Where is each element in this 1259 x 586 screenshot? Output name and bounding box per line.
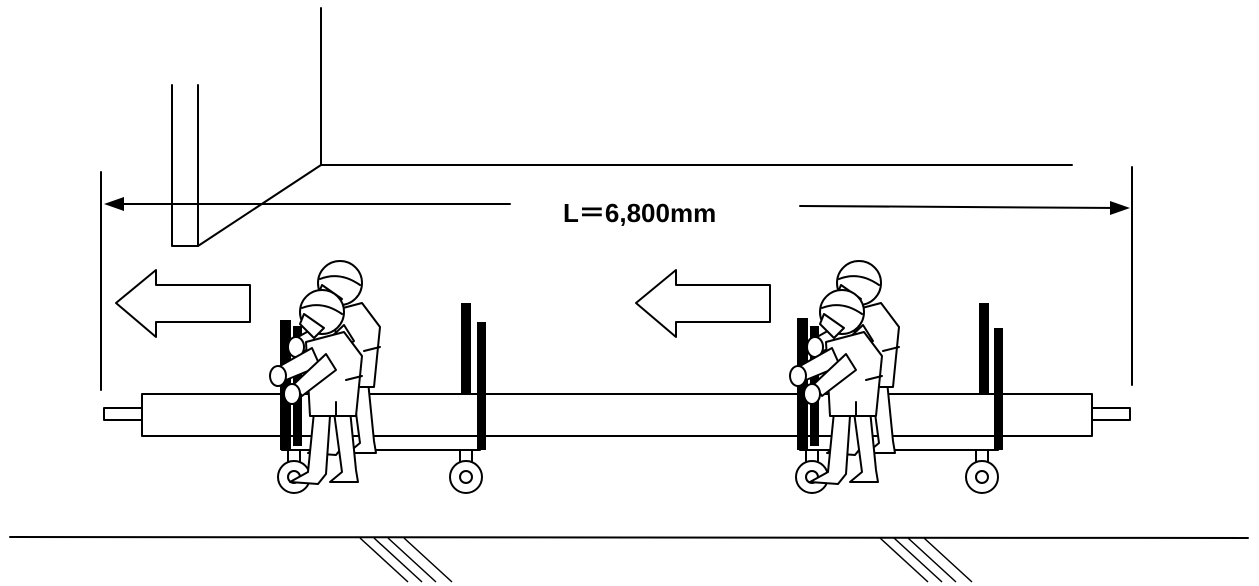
floor xyxy=(9,536,1249,583)
cart-right-post-d xyxy=(994,328,1003,450)
cart-right-post-c xyxy=(979,303,989,395)
right-direction-arrow xyxy=(635,269,771,338)
floor-line xyxy=(9,536,1249,539)
dimension-line-right xyxy=(799,205,1121,209)
cart-left-post-a xyxy=(280,320,291,450)
dimension-label: L＝6,800mm xyxy=(563,198,716,228)
wall-corner-line xyxy=(320,7,1073,166)
dimension-arrowhead-right xyxy=(1110,201,1130,215)
cart-right-wheel-a xyxy=(795,449,829,494)
cart-right xyxy=(795,303,1003,494)
ceiling-diagonal xyxy=(197,164,322,247)
dimension-arrowhead-left xyxy=(104,197,124,211)
pipe-end-right xyxy=(1091,407,1131,421)
cart-right-wheel-b xyxy=(965,449,999,494)
floor-break-mark-right xyxy=(879,537,973,583)
left-direction-arrow xyxy=(115,269,251,338)
cart-left-wheel-b xyxy=(449,449,483,494)
floor-break-mark-left xyxy=(359,537,453,583)
cart-left-wheel-a xyxy=(277,449,311,494)
pipe xyxy=(103,393,1131,437)
dimension-line: L＝6,800mm xyxy=(100,166,1133,391)
vertical-duct xyxy=(171,84,199,247)
cart-left-post-d xyxy=(477,322,486,450)
building-outline xyxy=(171,7,1073,247)
pipe-end-left xyxy=(103,407,143,421)
cart-left-post-c xyxy=(461,303,471,395)
